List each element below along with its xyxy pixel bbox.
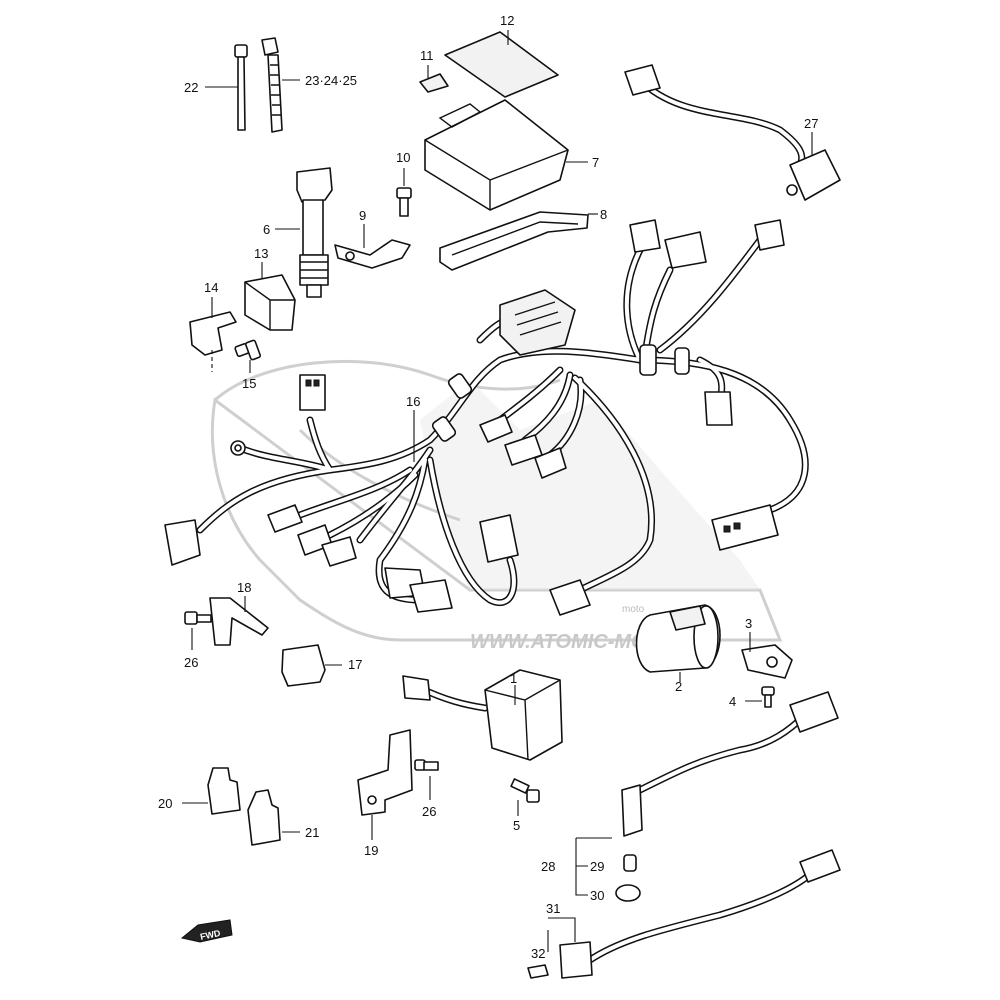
callout-13: 13 (254, 246, 268, 261)
relay-13 (244, 274, 296, 331)
callout-11: 11 (420, 48, 434, 63)
callout-29: 29 (590, 859, 604, 874)
bracket-3 (741, 644, 793, 679)
sensor-27 (624, 64, 841, 201)
callout-5: 5 (513, 818, 520, 833)
callout-19: 19 (364, 843, 378, 858)
bracket-18 (209, 597, 269, 646)
callout-9: 9 (359, 208, 366, 223)
plug-lead-28 (621, 691, 839, 837)
callout-20: 20 (158, 796, 172, 811)
callout-32: 32 (531, 946, 545, 961)
ecu-module-7 (424, 99, 569, 211)
leader-lines (182, 30, 813, 952)
ignition-coil-6 (296, 167, 333, 298)
callout-6: 6 (263, 222, 270, 237)
strap-8 (439, 211, 589, 271)
condenser-2 (635, 604, 721, 673)
clip-14 (189, 311, 237, 356)
watermark-logo-text: moto (622, 604, 645, 615)
bolt-26b (414, 759, 439, 771)
connector-20 (207, 767, 241, 815)
callout-16: 16 (406, 394, 420, 409)
bracket-9 (334, 239, 411, 269)
callout-17: 17 (348, 657, 362, 672)
wiring-harness (164, 219, 809, 616)
bolt-15 (234, 339, 262, 361)
callout-10: 10 (396, 150, 410, 165)
bolt-5 (510, 778, 540, 803)
callout-4: 4 (729, 694, 736, 709)
callout-8: 8 (600, 207, 607, 222)
bolt-4 (761, 686, 775, 708)
pad-12 (444, 31, 559, 98)
bracket-19 (357, 729, 413, 816)
cable-tie-22 (234, 44, 248, 131)
cable-tie-23 (261, 37, 283, 133)
callout-30: 30 (590, 888, 604, 903)
callout-26-b: 26 (422, 804, 436, 819)
callout-3: 3 (745, 616, 752, 631)
callout-31: 31 (546, 901, 560, 916)
callout-28: 28 (541, 859, 555, 874)
cap-30 (615, 884, 641, 902)
callout-1: 1 (510, 671, 517, 686)
pad-11 (419, 73, 449, 93)
callout-27: 27 (804, 116, 818, 131)
callout-12: 12 (500, 13, 514, 28)
bolt-26a (184, 611, 212, 625)
callout-18: 18 (237, 580, 251, 595)
fwd-label: FWD (199, 928, 222, 942)
callout-14: 14 (204, 280, 218, 295)
callout-21: 21 (305, 825, 319, 840)
cover-17 (281, 644, 326, 687)
terminal-29 (623, 854, 637, 872)
callouts: 1 2 3 4 5 6 7 8 9 10 11 12 13 14 15 16 1… (158, 13, 818, 961)
regulator-1 (402, 669, 563, 761)
callout-23-24-25: 23·24·25 (305, 73, 357, 88)
connector-21 (247, 789, 281, 846)
callout-26-a: 26 (184, 655, 198, 670)
callout-2: 2 (675, 679, 682, 694)
fuse-32 (527, 964, 549, 979)
bolt-10 (396, 187, 412, 217)
lead-31 (559, 849, 841, 979)
callout-15: 15 (242, 376, 256, 391)
forward-arrow-icon: FWD (180, 919, 233, 943)
callout-7: 7 (592, 155, 599, 170)
callout-22: 22 (184, 80, 198, 95)
